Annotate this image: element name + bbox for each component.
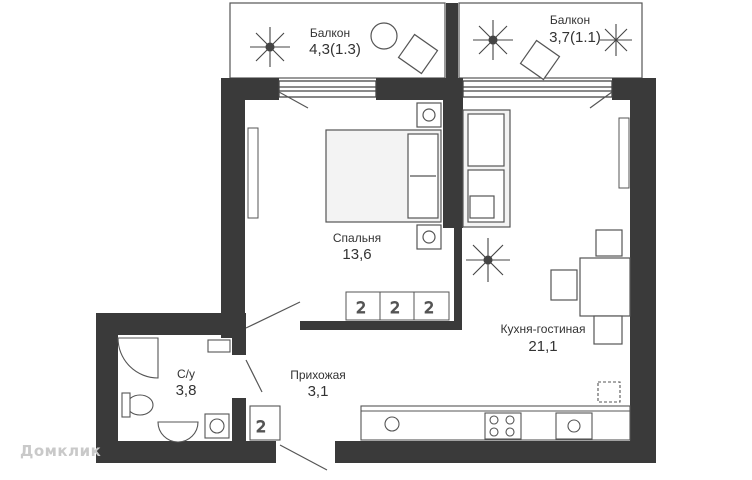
svg-text:2: 2 [256,417,266,436]
hallway-area: 3,1 [307,383,329,400]
svg-text:2: 2 [390,298,400,317]
hallway-name: Прихожая [290,368,346,382]
walls [96,3,656,463]
balcony-right-name: Балкон [549,13,591,27]
kitchen-name: Кухня-гостиная [500,322,586,336]
bathroom-area: 3,8 [175,382,197,399]
balcony-furniture [370,22,561,81]
nightstands [416,102,442,250]
bedroom-area: 13,6 [342,246,372,263]
kitchen-counter [360,381,631,441]
doors [245,91,613,471]
dining-table [550,229,631,345]
balcony-left-area: 4,3(1.3) [309,41,361,58]
balcony-left-name: Балкон [309,26,351,40]
bathroom-fixtures: 2 [117,337,281,443]
plants [250,20,632,282]
bed [325,129,442,223]
balcony-outlines [229,2,643,79]
watermark: Домклик [20,442,102,460]
svg-text:2: 2 [356,298,366,317]
sofa [462,109,511,228]
bedroom-name: Спальня [332,231,382,245]
svg-text:2: 2 [424,298,434,317]
wardrobes: 2 2 2 [247,117,630,321]
kitchen-area: 21,1 [528,338,558,355]
balcony-right-area: 3,7(1.1) [549,29,601,46]
windows [278,80,613,98]
bathroom-name: С/у [177,367,195,381]
